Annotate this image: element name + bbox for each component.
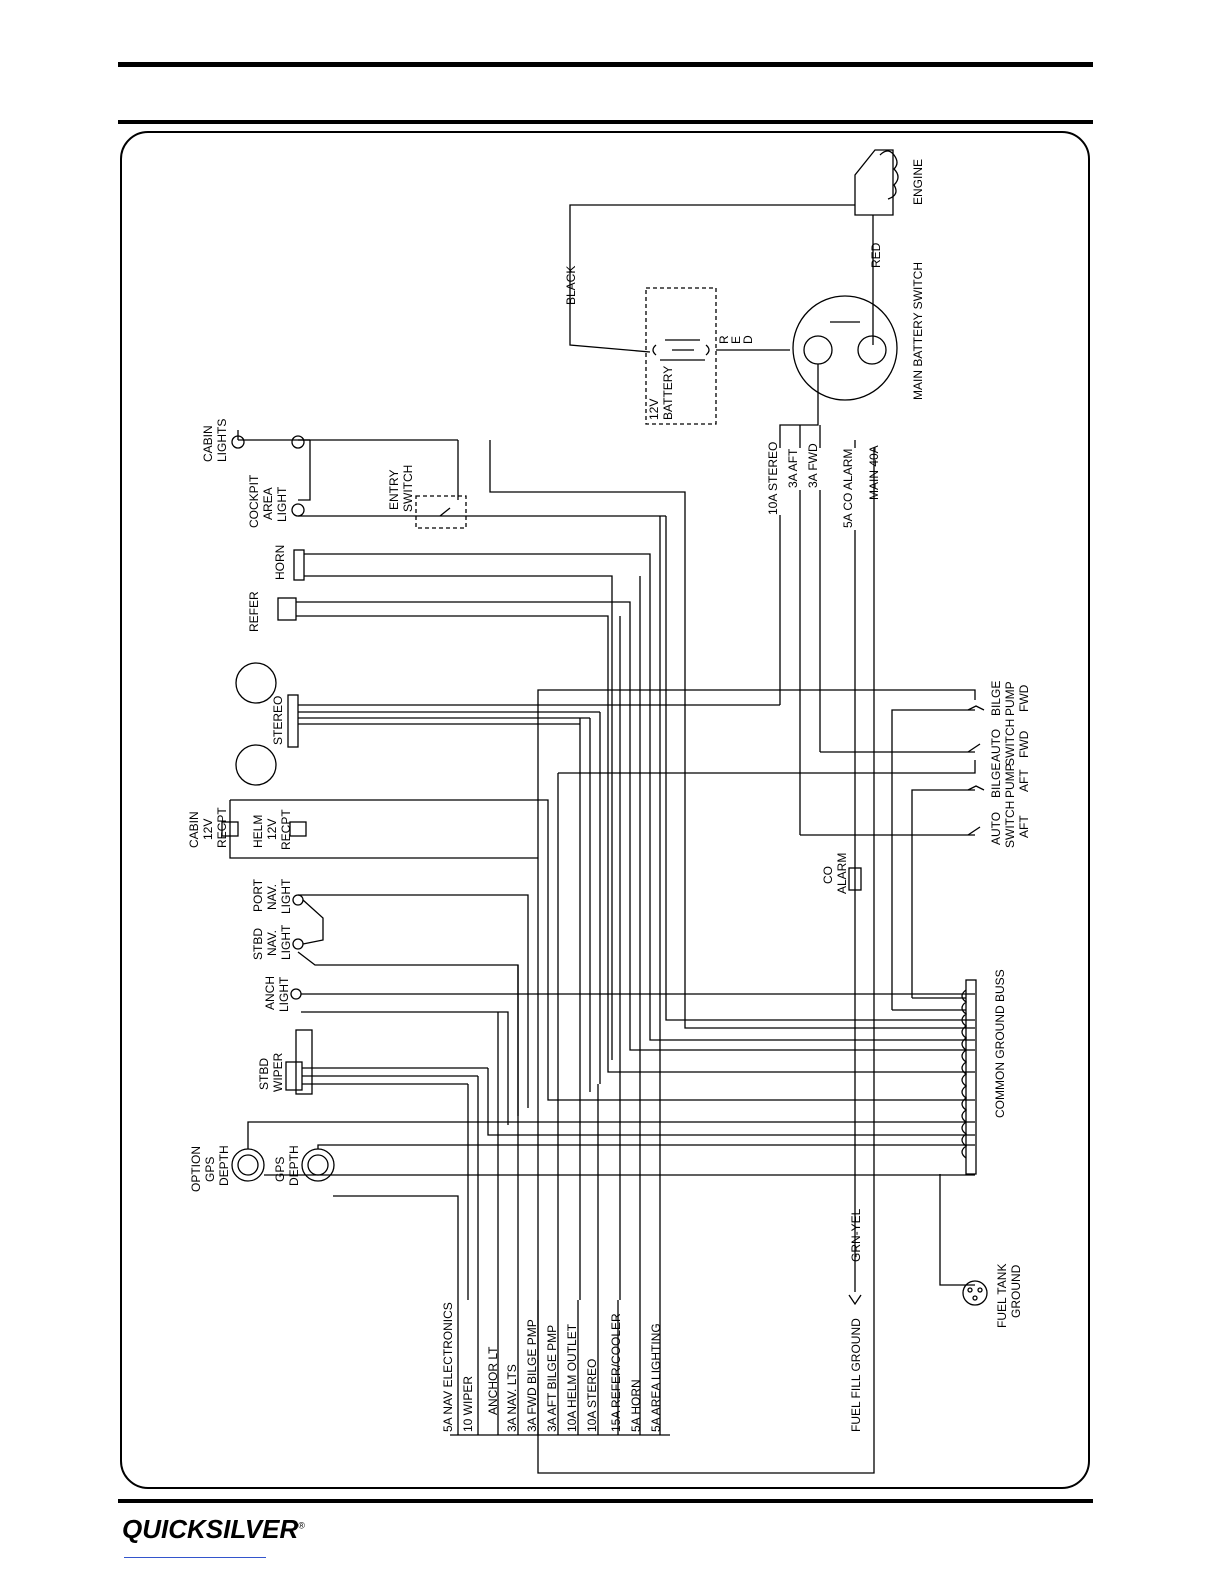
fuse-bottom-10: 5A AREA LIGHTING [649,1323,663,1432]
option-gps-label-0: OPTION [189,1146,203,1192]
helm-recpt-label-0: HELM [251,815,265,848]
bilge-pump-fwd-0: BILGE [989,681,1003,716]
cockpit-label-2: LIGHT [275,486,289,522]
fuse-bottom-9: 5A HORN [629,1379,643,1432]
battery-box [645,287,717,425]
stbd-nav-label-2: LIGHT [279,924,293,960]
fuse-top-1: 3A AFT [786,448,800,488]
black-wire [569,204,855,353]
gps-unit [301,1148,335,1182]
main-40a-wire [537,448,976,1474]
option-gps-label-2: DEPTH [217,1145,231,1186]
option-gps-unit [231,1148,265,1182]
auto-switch-fwd-2: FWD [1017,730,1031,758]
stbd-nav-label-1: NAV. [265,930,279,956]
fuse-bottom-0: 5A NAV ELECTRONICS [441,1302,455,1432]
engine-label: ENGINE [911,159,925,205]
battery-label-12v: 12V [647,399,661,420]
auto-switch-fwd-1: SWITCH [1003,719,1017,766]
main-battery-switch-label: MAIN BATTERY SWITCH [911,262,925,400]
anch-light-label-0: ANCH [263,976,277,1010]
co-alarm-label-0: CO [821,866,835,884]
auto-switch-fwd-0: AUTO [989,729,1003,762]
option-gps-label-1: GPS [203,1157,217,1182]
cabin-lights-label-1: LIGHTS [215,419,229,462]
engine-shape [854,149,894,216]
speaker-bottom [235,744,277,786]
gps-depth-label-0: GPS [273,1157,287,1182]
auto-switch-aft-2: AFT [1017,815,1031,838]
gps-depth-label-1: DEPTH [287,1145,301,1186]
port-nav-label-0: PORT [251,878,265,912]
auto-switch-aft-0: AUTO [989,812,1003,845]
fuse-bottom-1: 10 WIPER [461,1376,475,1432]
fuse-bottom-3: 3A NAV. LTS [505,1364,519,1432]
stbd-nav-label-0: STBD [251,928,265,960]
fuel-tank-ground-symbol [962,1280,988,1306]
battery-red-e: E [729,336,743,344]
port-nav-label-1: NAV. [265,884,279,910]
logo-text: QUICKSILVER [122,1514,299,1544]
horn-label: HORN [273,545,287,580]
auto-switch-aft-1: SWITCH [1003,801,1017,848]
fuse-bottom-8: 15A REFER/COOLER [609,1313,623,1432]
anch-light-label-1: LIGHT [277,976,291,1012]
battery-red-r: R [717,335,731,344]
cabin-recpt-label-2: RECPT [215,807,229,848]
fuel-tank-ground-label-0: FUEL TANK [995,1264,1009,1328]
main-battery-switch [792,295,898,401]
entry-switch-label-0: ENTRY [387,470,401,510]
common-ground-buss [965,979,977,1175]
quicksilver-logo: QUICKSILVER® [122,1514,305,1545]
fuse-bottom-2: ANCHOR LT [486,1346,500,1415]
logo-underline [124,1557,266,1558]
fuse-bottom-7: 10A STEREO [585,1359,599,1432]
bilge-pump-aft-1: PUMP [1003,763,1017,798]
cabin-recpt-label-1: 12V [201,819,215,840]
fuse-top-4: MAIN 40A [867,445,881,500]
red-wire-label: RED [869,242,883,268]
grn-yel-label: GRN-YEL [849,1208,863,1262]
speaker-top [235,662,277,704]
battery-red-d: D [741,335,755,344]
registered-mark: ® [298,1520,305,1531]
fuel-fill-ground-label: FUEL FILL GROUND [849,1318,863,1432]
co-alarm-label-1: ALARM [835,853,849,894]
cockpit-label-1: AREA [261,487,275,520]
fuse-bottom-5: 3A AFT BILGE PMP [545,1325,559,1432]
port-nav-label-2: LIGHT [279,878,293,914]
fuse-bottom-4: 3A FWD BILGE PMP [525,1319,539,1432]
black-wire-label: BLACK [564,266,578,305]
co-alarm-box [848,867,862,891]
diagram-frame [120,131,1090,1489]
bilge-pump-fwd-2: FWD [1017,684,1031,712]
fuse-top-2: 3A FWD [806,443,820,488]
top-rule [118,62,1093,67]
stbd-wiper-label-1: WIPER [271,1052,285,1092]
entry-switch-label-1: SWITCH [401,465,415,512]
fuel-tank-ground-label-1: GROUND [1009,1264,1023,1318]
fuse-top-3: 5A CO ALARM [841,449,855,528]
stereo-label: STEREO [271,696,285,745]
cabin-lights-label-0: CABIN [201,425,215,462]
cabin-recpt-label-0: CABIN [187,811,201,848]
helm-recpt-label-1: 12V [265,819,279,840]
fuse-top-0: 10A STEREO [766,442,780,515]
fuse-bottom-6: 10A HELM OUTLET [565,1323,579,1432]
stbd-wiper-label-0: STBD [257,1058,271,1090]
battery-label-battery: BATTERY [661,366,675,420]
helm-recpt-label-2: RECPT [279,809,293,850]
second-rule [118,120,1093,124]
bottom-rule [118,1499,1093,1503]
bilge-pump-aft-0: BILGE [989,763,1003,798]
cockpit-label-0: COCKPIT [247,474,261,528]
bilge-pump-aft-2: AFT [1017,769,1031,792]
bilge-pump-fwd-1: PUMP [1003,681,1017,716]
common-ground-buss-label: COMMON GROUND BUSS [993,969,1007,1118]
refer-label: REFER [247,591,261,632]
